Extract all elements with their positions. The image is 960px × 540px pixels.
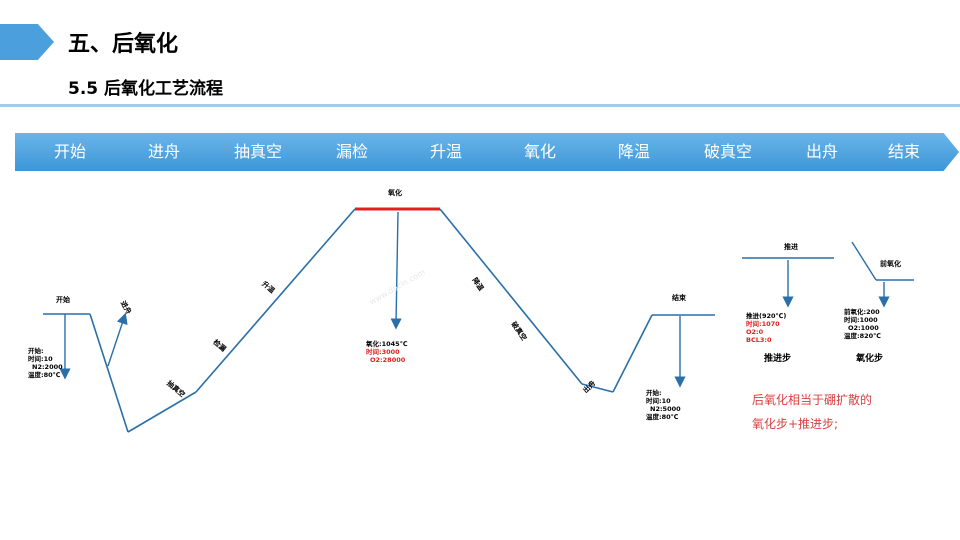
push-param: 时间:1070 — [746, 319, 780, 328]
push-label: 推进 — [784, 242, 798, 251]
step-leak: 漏检 — [297, 133, 407, 171]
start-param: 开始: — [28, 346, 44, 355]
step-start: 开始 — [15, 133, 125, 171]
preox-param: 前氧化:200 — [844, 307, 880, 316]
label-cool: 降温 — [470, 276, 485, 293]
push-step-caption: 推进步 — [764, 352, 791, 364]
note-line: 后氧化相当于硼扩散的 — [752, 393, 873, 407]
start-param: N2:2000 — [32, 363, 63, 371]
start-params: 开始: 时间:10 N2:2000 温度:80℃ — [28, 346, 63, 379]
oxidation-step-diagram: 前氧化 前氧化:200 时间:1000 O2:1000 温度:820℃ 氧化步 — [844, 241, 914, 364]
oxidation-param: 时间:3000 — [366, 347, 400, 356]
step-end: 结束 — [849, 133, 959, 171]
header-divider — [0, 104, 960, 107]
label-load: 进舟 — [119, 299, 134, 316]
push-param: BCL3:0 — [746, 336, 772, 344]
step-heat: 升温 — [391, 133, 501, 171]
preox-param: O2:1000 — [848, 324, 879, 332]
step-oxidation: 氧化 — [485, 133, 595, 171]
ox-step-caption: 氧化步 — [855, 352, 883, 364]
preox-label: 前氧化 — [880, 259, 901, 268]
label-vent: 破真空 — [509, 320, 528, 342]
pointer-arrows — [59, 211, 686, 388]
label-leak: 检漏 — [211, 337, 228, 353]
step-cool: 降温 — [579, 133, 689, 171]
step-load: 进舟 — [109, 133, 219, 171]
label-heat: 升温 — [260, 279, 277, 295]
page-title: 五、后氧化 — [68, 32, 179, 57]
oxidation-param: 氧化:1045℃ — [365, 339, 408, 348]
preox-param: 时间:1000 — [844, 315, 878, 324]
label-unload: 出舟 — [581, 379, 597, 395]
push-param: O2:0 — [746, 328, 764, 336]
profile-line — [43, 208, 715, 433]
end-params: 开始: 时间:10 N2:5000 温度:80℃ — [646, 388, 681, 421]
start-param: 温度:80℃ — [28, 370, 61, 379]
end-param: 温度:80℃ — [646, 412, 679, 421]
end-param: 开始: — [646, 388, 662, 397]
step-pump: 抽真空 — [203, 133, 313, 171]
push-param: 推进(920℃) — [746, 311, 786, 320]
label-end: 结束 — [671, 293, 687, 302]
label-start: 开始 — [56, 295, 70, 304]
oxidation-params: 氧化:1045℃ 时间:3000 O2:28000 — [365, 339, 408, 364]
preox-param: 温度:820℃ — [844, 331, 881, 340]
start-param: 时间:10 — [28, 354, 53, 363]
page-subtitle: 5.5 后氧化工艺流程 — [68, 79, 224, 99]
push-step-diagram: 推进 推进(920℃) 时间:1070 O2:0 BCL3:0 推进步 — [742, 242, 834, 364]
end-param: N2:5000 — [650, 405, 681, 413]
label-pump: 抽真空 — [165, 379, 187, 399]
note-line: 氧化步+推进步; — [752, 417, 839, 431]
end-param: 时间:10 — [646, 396, 671, 405]
label-oxidation: 氧化 — [387, 188, 402, 197]
note-text: 后氧化相当于硼扩散的 氧化步+推进步; — [752, 388, 942, 436]
oxidation-param: O2:28000 — [370, 356, 406, 364]
step-vent: 破真空 — [673, 133, 783, 171]
